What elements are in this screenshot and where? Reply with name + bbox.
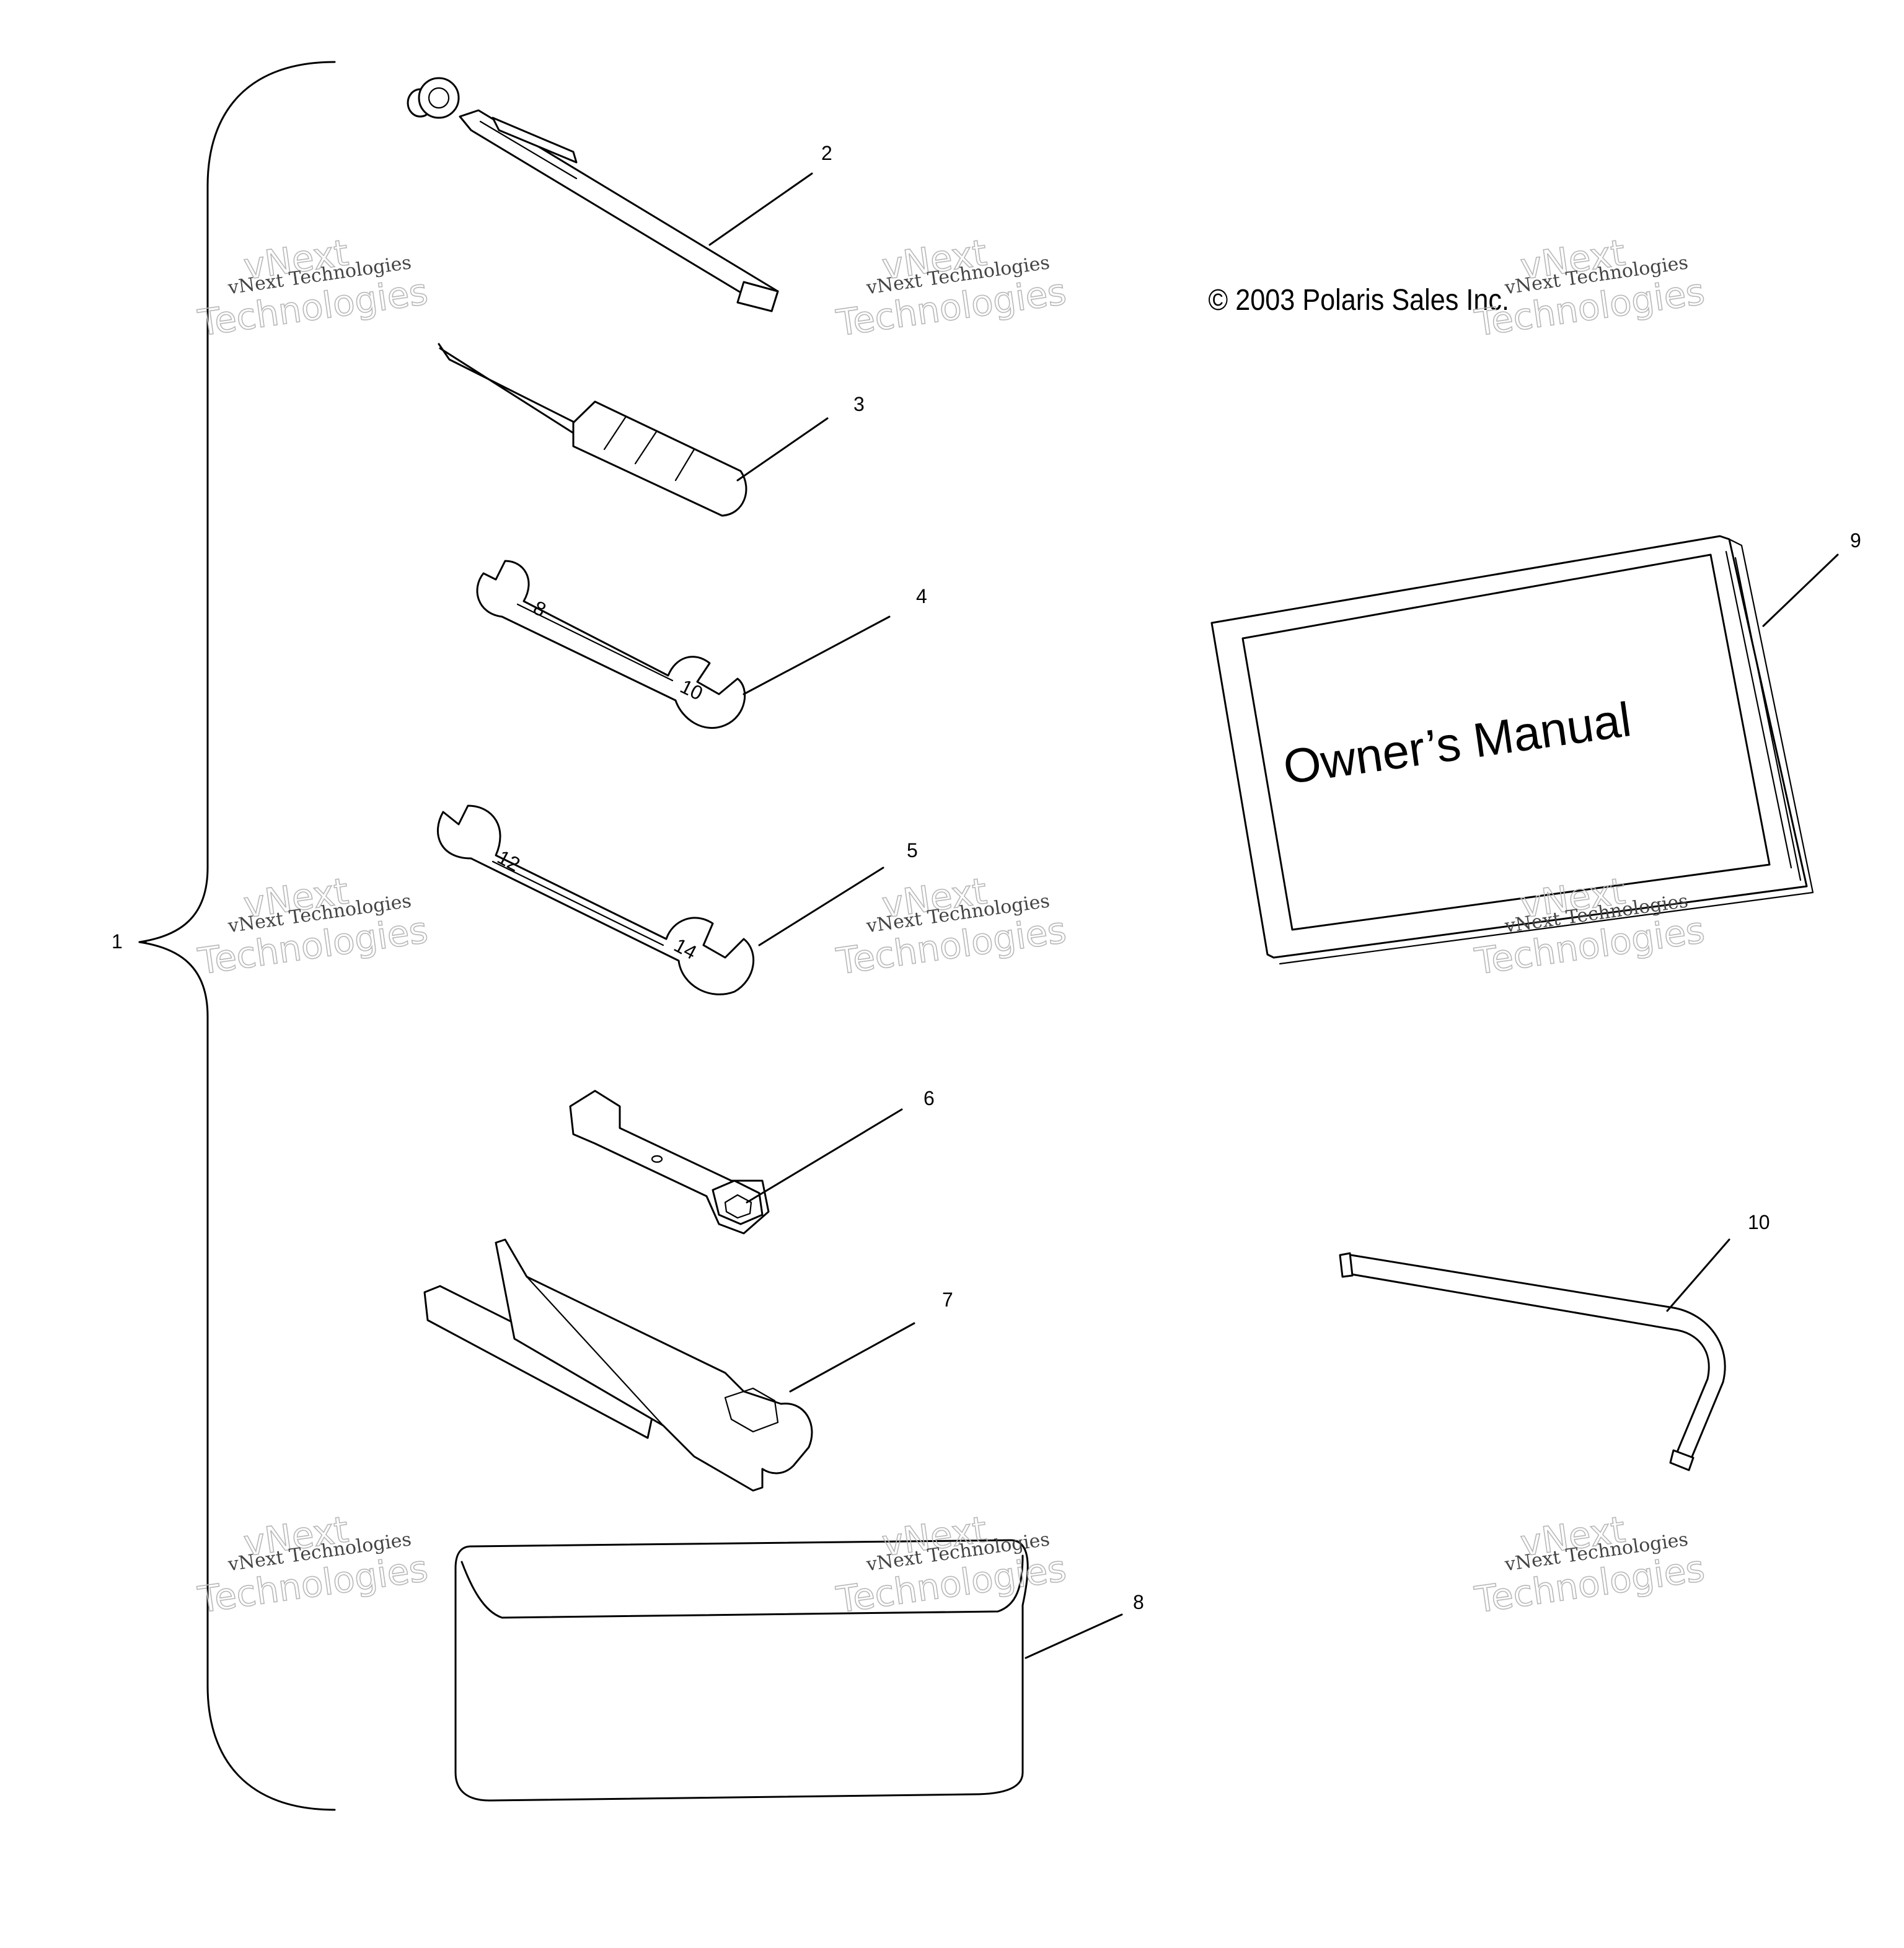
callout-5: 5	[907, 839, 918, 862]
copyright-notice: © 2003 Polaris Sales Inc.	[1208, 283, 1509, 317]
callout-8: 8	[1133, 1591, 1144, 1613]
callout-3: 3	[853, 393, 865, 415]
watermark-group: vNext vNext Technologies Technologies vN…	[195, 231, 1708, 1622]
callout-2: 2	[821, 142, 832, 164]
spark-plug-socket-part	[569, 1090, 770, 1235]
owners-manual-part: Owner’s Manual	[1210, 535, 1814, 965]
callout-9: 9	[1850, 529, 1861, 552]
large-open-end-wrench-part: 12 14	[437, 804, 754, 995]
hex-key-part	[1339, 1252, 1726, 1471]
small-open-end-wrench-part: 8 10	[476, 560, 746, 729]
callout-leaders	[138, 172, 1839, 1659]
callout-numbers: 1 2 3 4 5 6 7 8 9 10	[112, 142, 1861, 1613]
tool-pouch-part	[454, 1539, 1029, 1802]
callout-6: 6	[923, 1087, 935, 1109]
screwdriver-part	[438, 343, 747, 517]
spark-plug-wrench-handle-part	[423, 1238, 813, 1492]
callout-7: 7	[942, 1289, 953, 1311]
tire-pressure-gauge-part	[407, 77, 779, 312]
callout-10: 10	[1748, 1211, 1770, 1233]
callout-4: 4	[916, 585, 927, 607]
callout-1: 1	[112, 930, 123, 953]
